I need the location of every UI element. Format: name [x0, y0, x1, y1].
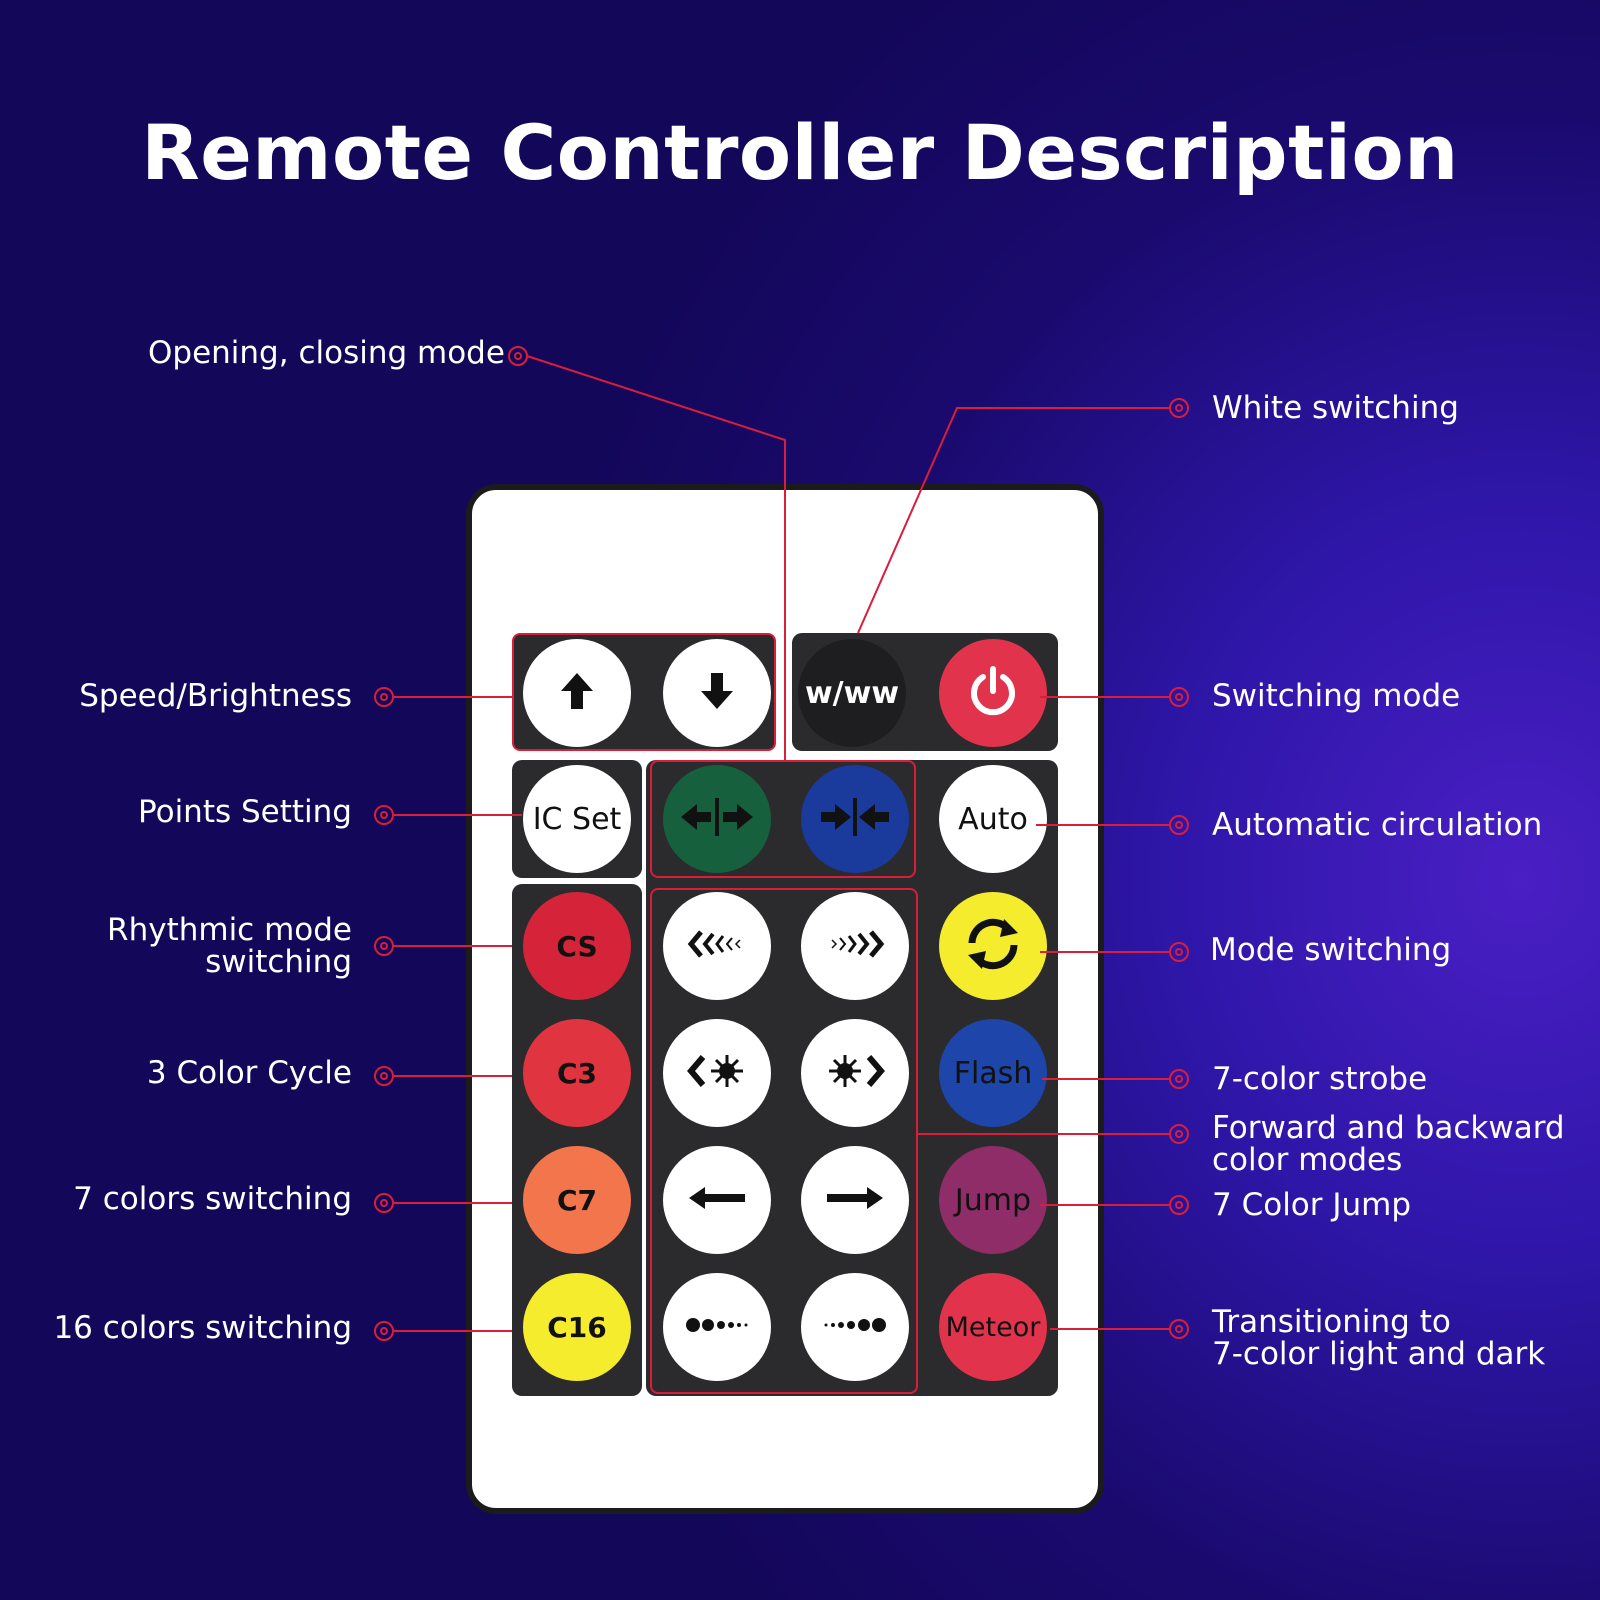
marker-mode — [1169, 942, 1189, 962]
arrow-up-icon — [555, 669, 599, 717]
arrow-left-button[interactable] — [663, 1146, 771, 1254]
arrow-right-icon — [823, 1183, 887, 1217]
c16-button[interactable]: C16 — [523, 1273, 631, 1381]
c7-label: C7 — [556, 1183, 598, 1217]
power-icon — [965, 663, 1021, 723]
label-jump: 7 Color Jump — [1212, 1187, 1412, 1223]
page-title: Remote Controller Description — [141, 108, 1459, 197]
dots-left-button[interactable] — [663, 1273, 771, 1381]
open-arrows-icon — [677, 792, 757, 846]
label-transition-line1: Transitioning to — [1212, 1304, 1451, 1340]
sparkle-right-button[interactable] — [801, 1019, 909, 1127]
marker-switching — [1169, 687, 1189, 707]
marker-points — [374, 805, 394, 825]
close-arrows-icon — [815, 792, 895, 846]
label-transition-line2: 7-color light and dark — [1212, 1336, 1546, 1372]
chevrons-right-icon — [825, 926, 885, 966]
label-rhythmic-line1: Rhythmic mode — [107, 912, 352, 948]
label-c7: 7 colors switching — [73, 1181, 352, 1217]
label-points: Points Setting — [138, 794, 352, 830]
marker-c7 — [374, 1193, 394, 1213]
dots-right-icon — [823, 1315, 887, 1339]
c3-button[interactable]: C3 — [523, 1019, 631, 1127]
arrow-down-icon — [695, 669, 739, 717]
flash-button[interactable]: Flash — [939, 1019, 1047, 1127]
closing-mode-button[interactable] — [801, 765, 909, 873]
meteor-button[interactable]: Meteor — [939, 1273, 1047, 1381]
label-white: White switching — [1212, 390, 1459, 426]
opening-mode-button[interactable] — [663, 765, 771, 873]
label-forward-line2: color modes — [1212, 1142, 1403, 1178]
sparkle-left-icon — [685, 1051, 749, 1095]
label-auto: Automatic circulation — [1212, 807, 1543, 843]
white-switch-button[interactable]: w/ww — [798, 639, 906, 747]
marker-speed — [374, 687, 394, 707]
brightness-down-button[interactable] — [663, 639, 771, 747]
marker-transition — [1169, 1319, 1189, 1339]
sparkle-left-button[interactable] — [663, 1019, 771, 1127]
marker-white — [1169, 398, 1189, 418]
jump-button[interactable]: Jump — [939, 1146, 1047, 1254]
arrow-right-button[interactable] — [801, 1146, 909, 1254]
label-speed: Speed/Brightness — [79, 678, 352, 714]
marker-jump — [1169, 1195, 1189, 1215]
dots-left-icon — [685, 1315, 749, 1339]
cycle-icon — [958, 909, 1028, 983]
brightness-up-button[interactable] — [523, 639, 631, 747]
ic-set-label: IC Set — [532, 801, 622, 837]
dots-right-button[interactable] — [801, 1273, 909, 1381]
marker-strobe — [1169, 1069, 1189, 1089]
power-button[interactable] — [939, 639, 1047, 747]
cycle-mode-button[interactable] — [939, 892, 1047, 1000]
c3-label: C3 — [556, 1056, 598, 1090]
flash-label: Flash — [953, 1055, 1033, 1091]
marker-forward — [1169, 1124, 1189, 1144]
slow-left-button[interactable] — [663, 892, 771, 1000]
arrow-left-icon — [685, 1183, 749, 1217]
cs-label: CS — [556, 929, 598, 963]
marker-c3 — [374, 1066, 394, 1086]
label-strobe: 7-color strobe — [1212, 1061, 1428, 1097]
chevrons-left-icon — [687, 926, 747, 966]
c7-button[interactable]: C7 — [523, 1146, 631, 1254]
c16-label: C16 — [547, 1310, 607, 1344]
jump-label: Jump — [954, 1182, 1032, 1218]
label-forward-line1: Forward and backward — [1212, 1110, 1565, 1146]
cs-button[interactable]: CS — [523, 892, 631, 1000]
fast-right-button[interactable] — [801, 892, 909, 1000]
label-switching: Switching mode — [1212, 678, 1461, 714]
white-switch-label: w/ww — [804, 675, 900, 711]
label-opening: Opening, closing mode — [148, 335, 505, 371]
label-c16: 16 colors switching — [53, 1310, 352, 1346]
sparkle-right-icon — [823, 1051, 887, 1095]
auto-button[interactable]: Auto — [939, 765, 1047, 873]
meteor-label: Meteor — [945, 1311, 1041, 1343]
label-c3: 3 Color Cycle — [146, 1055, 352, 1091]
marker-rhythmic — [374, 936, 394, 956]
auto-label: Auto — [958, 801, 1028, 837]
marker-opening — [508, 346, 528, 366]
marker-auto — [1169, 815, 1189, 835]
label-mode: Mode switching — [1210, 932, 1452, 968]
marker-c16 — [374, 1321, 394, 1341]
label-rhythmic-line2: switching — [205, 944, 352, 980]
ic-set-button[interactable]: IC Set — [523, 765, 631, 873]
